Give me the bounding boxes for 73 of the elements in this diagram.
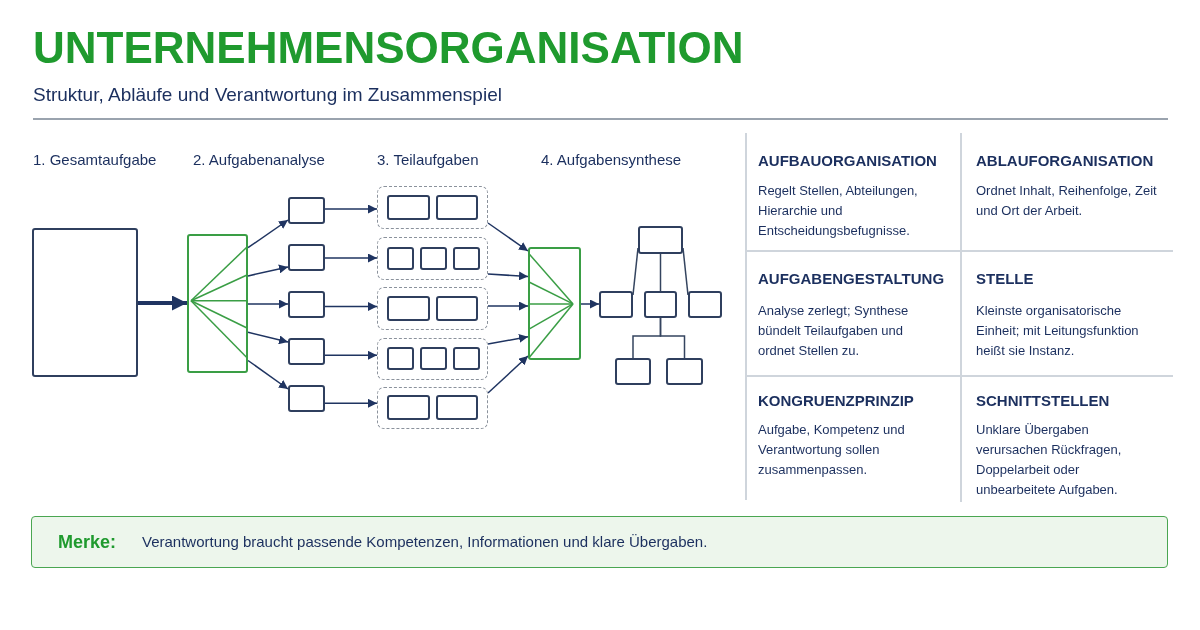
arrow bbox=[324, 302, 378, 311]
section-heading: AUFBAUORGANISATION bbox=[758, 152, 937, 170]
org-chart-box bbox=[638, 226, 683, 254]
section-heading: STELLE bbox=[976, 270, 1034, 288]
arrow bbox=[247, 299, 289, 309]
column-heading: 2. Aufgabenanalyse bbox=[193, 151, 325, 169]
subtask-group bbox=[377, 186, 488, 229]
element-box bbox=[387, 395, 430, 420]
connector-line bbox=[682, 247, 689, 296]
arrow bbox=[487, 355, 529, 394]
org-chart-box bbox=[615, 358, 651, 385]
org-chart-box bbox=[688, 291, 722, 318]
section-text: Unklare Übergaben verursachen Rückfragen, Doppelarbeit oder unbearbeitete Aufgaben. bbox=[976, 421, 1123, 499]
arrow bbox=[247, 264, 289, 277]
arrow bbox=[324, 398, 378, 408]
arrow bbox=[324, 204, 378, 214]
arrow bbox=[247, 359, 289, 390]
section-heading: AUFGABENGESTALTUNG bbox=[758, 270, 945, 288]
element-box bbox=[387, 347, 414, 370]
arrow bbox=[324, 350, 378, 360]
note-box bbox=[31, 516, 1168, 568]
subtask-group bbox=[377, 287, 488, 330]
arrow bbox=[487, 333, 529, 345]
arrow bbox=[138, 295, 187, 311]
synthesis-box bbox=[528, 247, 581, 360]
arrow bbox=[487, 271, 529, 281]
arrow bbox=[580, 299, 600, 309]
connector-line bbox=[632, 247, 639, 296]
note-text: Verantwortung braucht passende Kompetenzen, Informationen und klare Übergaben. bbox=[142, 532, 708, 552]
subtask-group bbox=[377, 387, 488, 429]
connector-line bbox=[659, 253, 662, 292]
arrow bbox=[487, 222, 529, 252]
subtask-box bbox=[288, 244, 325, 271]
element-box bbox=[453, 247, 480, 270]
element-box bbox=[387, 296, 430, 321]
column-heading: 3. Teilaufgaben bbox=[377, 151, 479, 169]
element-box bbox=[436, 296, 478, 321]
column-heading: 4. Aufgabensynthese bbox=[541, 151, 682, 169]
element-box bbox=[436, 195, 478, 220]
element-box bbox=[436, 395, 478, 420]
section-heading: KONGRUENZPRINZIP bbox=[758, 392, 914, 410]
analysis-box bbox=[187, 234, 248, 373]
subtask-group bbox=[377, 237, 488, 280]
arrow bbox=[487, 301, 529, 311]
section-heading: SCHNITTSTELLEN bbox=[976, 392, 1110, 410]
element-box bbox=[387, 195, 430, 220]
title: UNTERNEHMENSORGANISATION bbox=[33, 23, 744, 73]
element-box bbox=[387, 247, 414, 270]
element-box bbox=[453, 347, 480, 370]
note-label: Merke: bbox=[58, 531, 117, 553]
task-box bbox=[32, 228, 138, 377]
subtask-box bbox=[288, 197, 325, 224]
section-heading: ABLAUFORGANISATION bbox=[976, 152, 1154, 170]
section-text: Ordnet Inhalt, Reihenfolge, Zeit und Ort der Arbeit. bbox=[976, 182, 1158, 220]
section-text: Aufgabe, Kompetenz und Verantwortung sollen zusammenpassen. bbox=[758, 421, 906, 479]
section-text: Analyse zerlegt; Synthese bündelt Teilaufgaben und ordnet Stellen zu. bbox=[758, 302, 910, 360]
column-heading: 1. Gesamtaufgabe bbox=[33, 151, 157, 169]
subtitle: Struktur, Abläufe und Verantwortung im Zusammenspiel bbox=[33, 84, 502, 106]
arrow bbox=[247, 219, 289, 249]
subtask-box bbox=[288, 291, 325, 318]
section-text: Regelt Stellen, Abteilungen, Hierarchie und Entscheidungsbefugnisse. bbox=[758, 182, 919, 240]
arrow bbox=[247, 331, 289, 345]
subtask-group bbox=[377, 338, 488, 380]
section-text: Kleinste organisatorische Einheit; mit Leitungsfunktion heißt sie Instanz. bbox=[976, 302, 1140, 360]
subtask-box bbox=[288, 385, 325, 412]
org-chart-box bbox=[666, 358, 703, 385]
element-box bbox=[420, 247, 447, 270]
connector-line bbox=[659, 317, 686, 359]
arrow bbox=[324, 253, 378, 263]
element-box bbox=[420, 347, 447, 370]
org-chart-box bbox=[599, 291, 633, 318]
subtask-box bbox=[288, 338, 325, 365]
org-chart-box bbox=[644, 291, 677, 318]
